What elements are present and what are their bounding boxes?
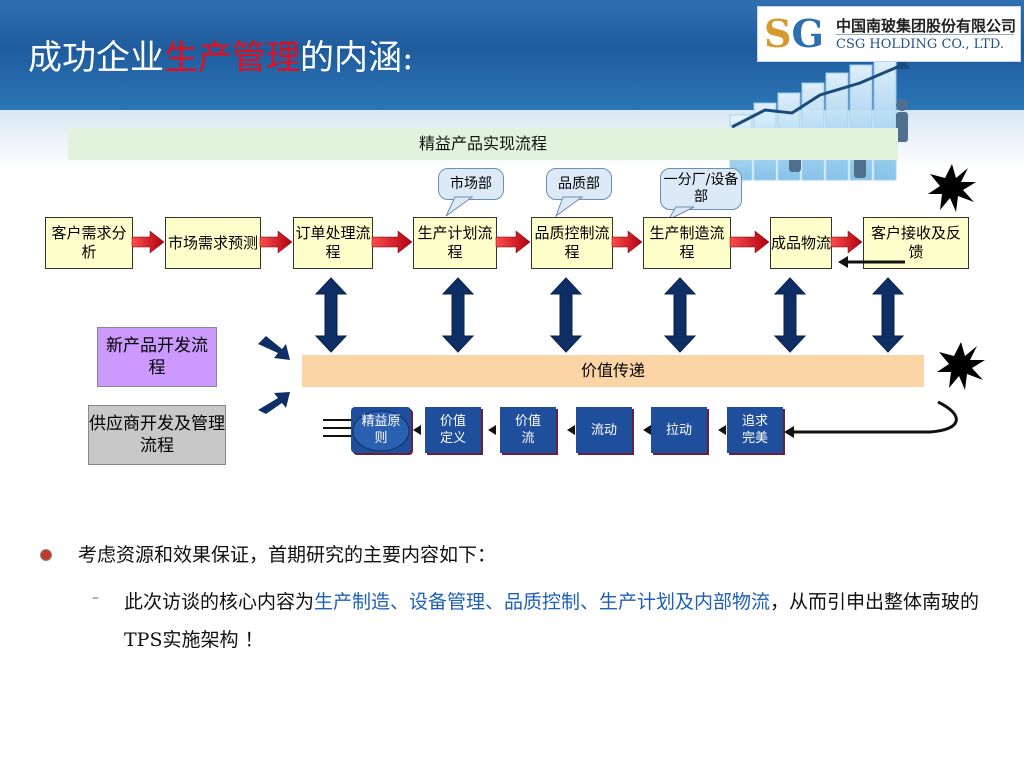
process-step: 客户需求分析 bbox=[45, 217, 133, 269]
burst-star-icon bbox=[928, 164, 976, 212]
process-step: 生产计划流程 bbox=[413, 217, 497, 269]
lean-step: 价值流 bbox=[500, 407, 556, 453]
process-step: 市场需求预测 bbox=[165, 217, 261, 269]
value-delivery-bar: 价值传递 bbox=[302, 355, 924, 387]
lean-step: 流动 bbox=[576, 407, 632, 453]
bubble-factory: 一分厂/设备部 bbox=[660, 168, 742, 210]
flow-banner: 精益产品实现流程 bbox=[68, 128, 898, 160]
process-step: 品质控制流程 bbox=[531, 217, 613, 269]
bullet-icon bbox=[40, 549, 52, 561]
company-logo: SG 中国南玻集团股份有限公司 CSG HOLDING CO., LTD. bbox=[757, 6, 1021, 62]
supplier-box: 供应商开发及管理流程 bbox=[88, 405, 226, 465]
bullet-highlight: 生产制造、设备管理、品质控制、生产计划及内部物流 bbox=[314, 591, 771, 613]
bubble-marketing: 市场部 bbox=[438, 168, 504, 200]
logo-name-cn: 中国南玻集团股份有限公司 bbox=[836, 17, 1017, 35]
new-product-box: 新产品开发流程 bbox=[97, 327, 217, 387]
dash-bullet: – bbox=[92, 590, 99, 606]
logo-name-en: CSG HOLDING CO., LTD. bbox=[836, 37, 1005, 52]
process-step: 订单处理流程 bbox=[293, 217, 373, 269]
bullet-sub: 此次访谈的核心内容为生产制造、设备管理、品质控制、生产计划及内部物流，从而引申出… bbox=[124, 591, 980, 651]
lean-step: 追求完美 bbox=[727, 407, 783, 453]
lean-step: 精益原则 bbox=[351, 407, 411, 453]
title-highlight: 生产管理 bbox=[164, 38, 300, 78]
process-step: 客户接收及反馈 bbox=[863, 217, 969, 269]
bubble-quality: 品质部 bbox=[546, 168, 612, 200]
page-title: 成功企业生产管理的内涵: bbox=[28, 38, 414, 78]
lean-step: 拉动 bbox=[651, 407, 707, 453]
burst-star-icon bbox=[937, 342, 985, 390]
bullet-main: 考虑资源和效果保证，首期研究的主要内容如下： bbox=[78, 544, 497, 566]
lean-step: 价值定义 bbox=[425, 407, 481, 453]
process-step: 生产制造流程 bbox=[643, 217, 731, 269]
